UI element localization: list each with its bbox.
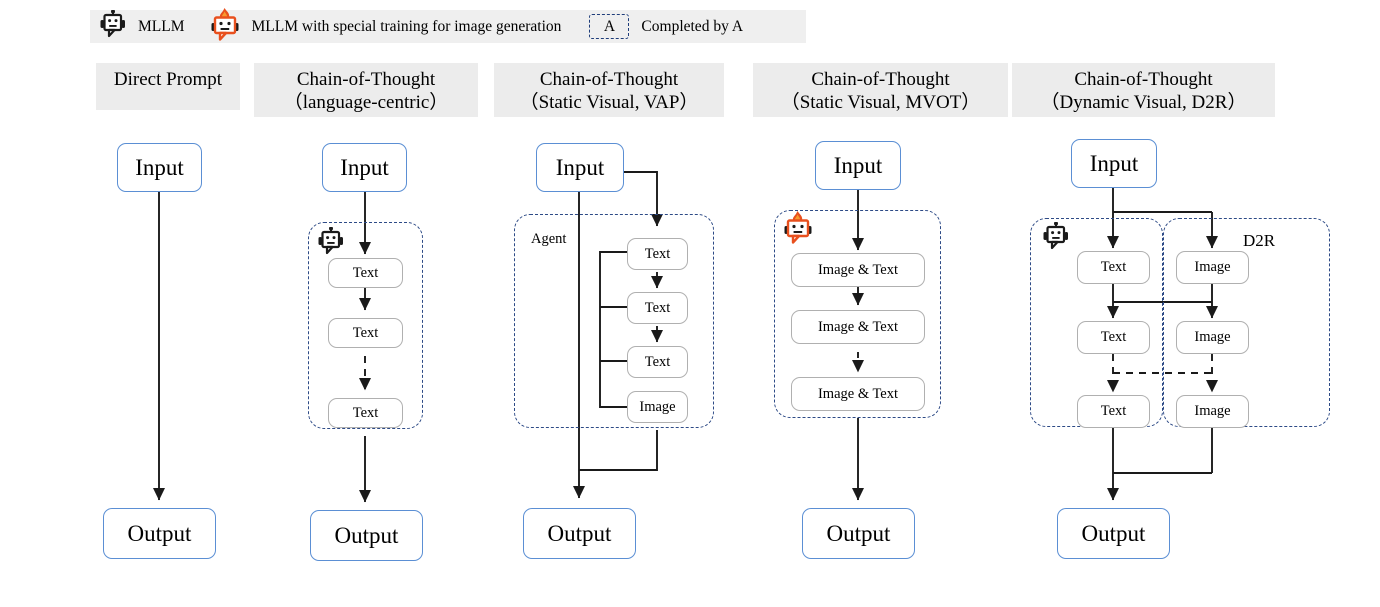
c4-step-label-3: Image & Text: [817, 385, 899, 402]
c2-step-box-3[interactable]: Text: [328, 398, 403, 428]
legend-item-mllm-image-gen: MLLM with special training for image gen…: [211, 7, 562, 46]
c2-step-label-3: Text: [352, 404, 379, 421]
c5-output-label: Output: [1081, 520, 1146, 546]
c5-d2r-group-label: D2R: [1243, 231, 1276, 250]
header-line-1: Chain-of-Thought: [539, 69, 679, 90]
header-line-2: （Static Visual, MVOT）: [780, 92, 981, 114]
c2-step-box-1[interactable]: Text: [328, 258, 403, 288]
c3-input-box[interactable]: Input: [536, 143, 624, 192]
c1-input-box[interactable]: Input: [117, 143, 202, 192]
c3-agent-group: [514, 214, 714, 428]
c5-d2r-group: [1163, 218, 1330, 427]
robot-fire-icon: [211, 7, 240, 46]
header-line-2: （Static Visual, VAP）: [519, 92, 699, 114]
robot-icon: [1043, 221, 1069, 255]
c5-text-label-1: Text: [1100, 259, 1127, 275]
c2-agent-group: [308, 222, 423, 429]
c5-image-box-3[interactable]: Image: [1176, 395, 1249, 428]
c5-text-box-1[interactable]: Text: [1077, 251, 1150, 284]
c4-step-label-2: Image & Text: [817, 318, 899, 335]
c2-output-label: Output: [334, 522, 399, 548]
c5-image-label-1: Image: [1194, 259, 1231, 275]
wire-c3-image-merge: [579, 430, 658, 471]
legend-item-completed-by: A Completed by A: [589, 10, 743, 43]
c3-step-label-3: Text: [644, 353, 671, 370]
c3-step-box-3[interactable]: Text: [627, 346, 688, 378]
c4-output-label: Output: [826, 520, 891, 546]
c4-step-box-2[interactable]: Image & Text: [791, 310, 925, 344]
c2-step-box-2[interactable]: Text: [328, 318, 403, 348]
c3-step-box-4[interactable]: Image: [627, 391, 688, 423]
c3-agent-group-label: Agent: [531, 231, 567, 247]
column-header-direct-prompt: Direct Prompt: [96, 63, 240, 110]
header-line-2: （language-centric）: [283, 92, 449, 114]
c1-output-box[interactable]: Output: [103, 508, 216, 559]
header-line-1: Chain-of-Thought: [1074, 69, 1213, 90]
c2-input-box[interactable]: Input: [322, 143, 407, 192]
column-header-cot-dynamic-visual-d2r: Chain-of-Thought （Dynamic Visual, D2R）: [1012, 63, 1275, 117]
c5-image-label-3: Image: [1194, 403, 1231, 419]
c5-output-box[interactable]: Output: [1057, 508, 1170, 559]
c2-step-label-1: Text: [352, 264, 379, 281]
c1-input-label: Input: [135, 154, 184, 180]
legend-label-mllm: MLLM: [138, 17, 185, 35]
column-header-cot-static-visual-mvot: Chain-of-Thought （Static Visual, MVOT）: [753, 63, 1008, 117]
c1-output-label: Output: [127, 520, 192, 546]
c3-step-label-4: Image: [639, 398, 676, 415]
column-header-cot-language-centric: Chain-of-Thought （language-centric）: [254, 63, 478, 117]
c2-input-label: Input: [340, 154, 389, 180]
c4-input-label: Input: [833, 152, 883, 178]
legend-label-completed-by: Completed by A: [641, 17, 744, 35]
c5-image-label-2: Image: [1194, 329, 1231, 345]
c3-output-label: Output: [547, 520, 612, 546]
c5-image-box-2[interactable]: Image: [1176, 321, 1249, 354]
header-line-1: Direct Prompt: [113, 69, 223, 90]
c5-input-label: Input: [1089, 150, 1139, 176]
dashed-box-a-icon: A: [589, 14, 630, 39]
c4-output-box[interactable]: Output: [802, 508, 915, 559]
legend-bar: MLLM MLLM with special training for imag…: [90, 7, 806, 46]
header-line-1: Chain-of-Thought: [811, 69, 950, 90]
c3-step-box-1[interactable]: Text: [627, 238, 688, 270]
legend-item-mllm: MLLM: [100, 9, 185, 43]
robot-icon: [100, 9, 126, 43]
c2-step-label-2: Text: [352, 324, 379, 341]
c4-input-box[interactable]: Input: [815, 141, 901, 190]
c4-agent-group: [774, 210, 941, 418]
column-header-cot-static-visual-vap: Chain-of-Thought （Static Visual, VAP）: [494, 63, 724, 117]
c3-step-label-2: Text: [644, 299, 671, 316]
c4-step-label-1: Image & Text: [817, 261, 899, 278]
legend-chip-letter: A: [603, 17, 616, 35]
header-line-2: （Dynamic Visual, D2R）: [1040, 92, 1247, 114]
c4-step-box-1[interactable]: Image & Text: [791, 253, 925, 287]
c5-text-box-2[interactable]: Text: [1077, 321, 1150, 354]
c3-step-box-2[interactable]: Text: [627, 292, 688, 324]
header-line-1: Chain-of-Thought: [296, 69, 436, 90]
c3-step-label-1: Text: [644, 245, 671, 262]
c5-text-label-3: Text: [1100, 403, 1127, 419]
c5-image-box-1[interactable]: Image: [1176, 251, 1249, 284]
robot-fire-icon: [784, 211, 813, 249]
c3-input-label: Input: [555, 154, 605, 180]
c5-text-box-3[interactable]: Text: [1077, 395, 1150, 428]
c5-text-label-2: Text: [1100, 329, 1127, 345]
c2-output-box[interactable]: Output: [310, 510, 423, 561]
c3-output-box[interactable]: Output: [523, 508, 636, 559]
c4-step-box-3[interactable]: Image & Text: [791, 377, 925, 411]
legend-label-mllm-image-gen: MLLM with special training for image gen…: [251, 17, 562, 35]
c5-input-box[interactable]: Input: [1071, 139, 1157, 188]
robot-icon: [318, 226, 344, 260]
